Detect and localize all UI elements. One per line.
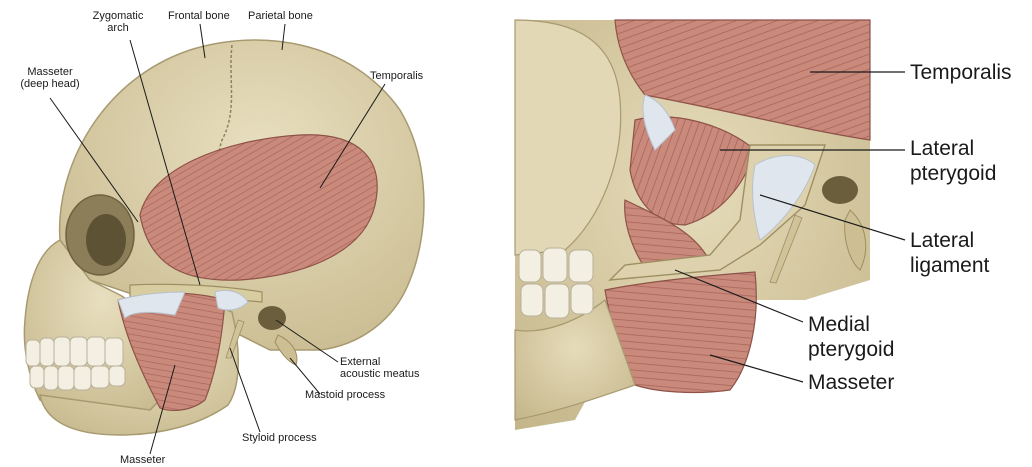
temporalis-muscle bbox=[139, 134, 378, 281]
deep-dissection-view bbox=[505, 0, 1032, 440]
label-parietal-bone: Parietal bone bbox=[248, 10, 313, 22]
label-lateral-ligament: Lateral ligament bbox=[910, 229, 990, 278]
label-medial-pterygoid: Medial pterygoid bbox=[808, 313, 895, 362]
external-ear-canal bbox=[822, 176, 858, 204]
label-masseter-deep-head: Masseter (deep head) bbox=[20, 66, 80, 91]
skull-lateral-view: Zygomatic arch Frontal bone Parietal bon… bbox=[0, 0, 440, 467]
label-masseter-left: Masseter bbox=[120, 454, 166, 466]
masseter-muscle bbox=[117, 292, 226, 411]
label-mastoid-process: Mastoid process bbox=[305, 389, 386, 401]
teeth-right bbox=[518, 247, 594, 319]
label-lateral-pterygoid: Lateral pterygoid bbox=[910, 137, 997, 186]
right-leader-lines bbox=[674, 71, 906, 383]
ligament-fan bbox=[642, 94, 676, 151]
label-zygomatic-arch: Zygomatic arch bbox=[92, 10, 144, 35]
teeth-row bbox=[25, 336, 126, 391]
label-external-acoustic-meatus: External acoustic meatus bbox=[340, 356, 420, 381]
styloid-process-right bbox=[769, 214, 803, 284]
mastoid-region bbox=[844, 209, 867, 271]
tmj-capsule bbox=[214, 289, 249, 311]
left-leader-lines bbox=[49, 23, 386, 455]
lateral-ligament-shape bbox=[752, 155, 816, 241]
label-frontal-bone: Frontal bone bbox=[168, 10, 230, 22]
deep-dissection-illustration bbox=[514, 19, 906, 430]
label-temporalis-left: Temporalis bbox=[370, 70, 424, 82]
temporalis-muscle-right bbox=[614, 19, 871, 141]
masseter-tendon bbox=[117, 291, 186, 319]
skull-lateral-illustration bbox=[23, 23, 425, 455]
external-acoustic-meatus bbox=[258, 306, 286, 330]
label-styloid-process: Styloid process bbox=[242, 432, 317, 444]
label-masseter-right: Masseter bbox=[808, 371, 895, 394]
label-temporalis-right: Temporalis bbox=[910, 61, 1012, 84]
zygomatic-bone bbox=[514, 19, 622, 256]
mandible-body bbox=[514, 299, 636, 421]
